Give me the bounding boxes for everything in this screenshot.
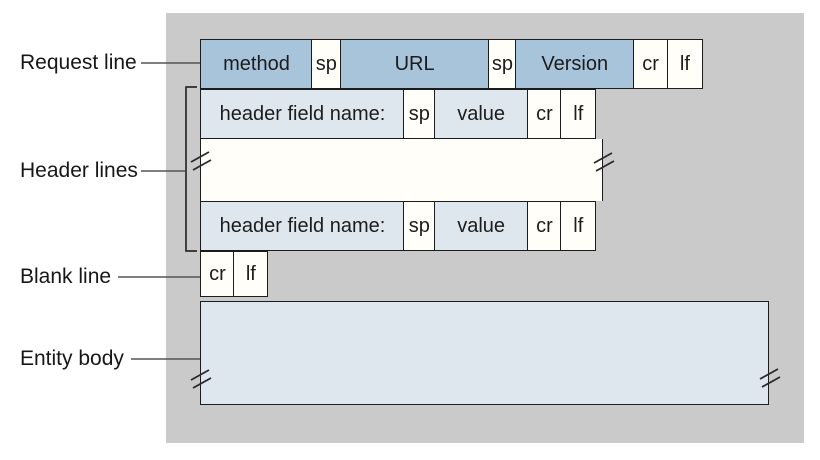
header2-cell-sp: sp bbox=[403, 201, 436, 251]
label-request-line: Request line bbox=[20, 51, 137, 74]
blank-cell-cr: cr bbox=[200, 251, 235, 297]
request-cell-sp-2: sp bbox=[487, 39, 517, 89]
header-line-row-1: header field name: sp value cr lf bbox=[200, 89, 597, 139]
header-line-row-2: header field name: sp value cr lf bbox=[200, 201, 597, 251]
label-entity-body: Entity body bbox=[20, 347, 124, 370]
header1-cell-lf: lf bbox=[560, 89, 597, 139]
request-cell-url: URL bbox=[339, 39, 490, 89]
header1-cell-value: value bbox=[433, 89, 529, 139]
request-cell-version: Version bbox=[515, 39, 635, 89]
blank-line-row: cr lf bbox=[200, 251, 269, 297]
header-break-box bbox=[200, 139, 603, 201]
blank-cell-lf: lf bbox=[233, 251, 269, 297]
header2-cell-cr: cr bbox=[526, 201, 562, 251]
request-cell-cr: cr bbox=[632, 39, 669, 89]
label-blank-line: Blank line bbox=[20, 265, 112, 288]
header2-cell-name: header field name: bbox=[200, 201, 405, 251]
entity-body-box bbox=[200, 301, 769, 405]
request-line-row: method sp URL sp Version cr lf bbox=[200, 39, 703, 89]
request-cell-lf: lf bbox=[666, 39, 703, 89]
label-header-lines: Header lines bbox=[20, 159, 138, 182]
request-cell-sp-1: sp bbox=[311, 39, 342, 89]
header1-cell-cr: cr bbox=[526, 89, 562, 139]
header2-cell-lf: lf bbox=[560, 201, 597, 251]
header1-cell-sp: sp bbox=[403, 89, 436, 139]
header2-cell-value: value bbox=[433, 201, 529, 251]
header1-cell-name: header field name: bbox=[200, 89, 405, 139]
request-cell-method: method bbox=[200, 39, 313, 89]
